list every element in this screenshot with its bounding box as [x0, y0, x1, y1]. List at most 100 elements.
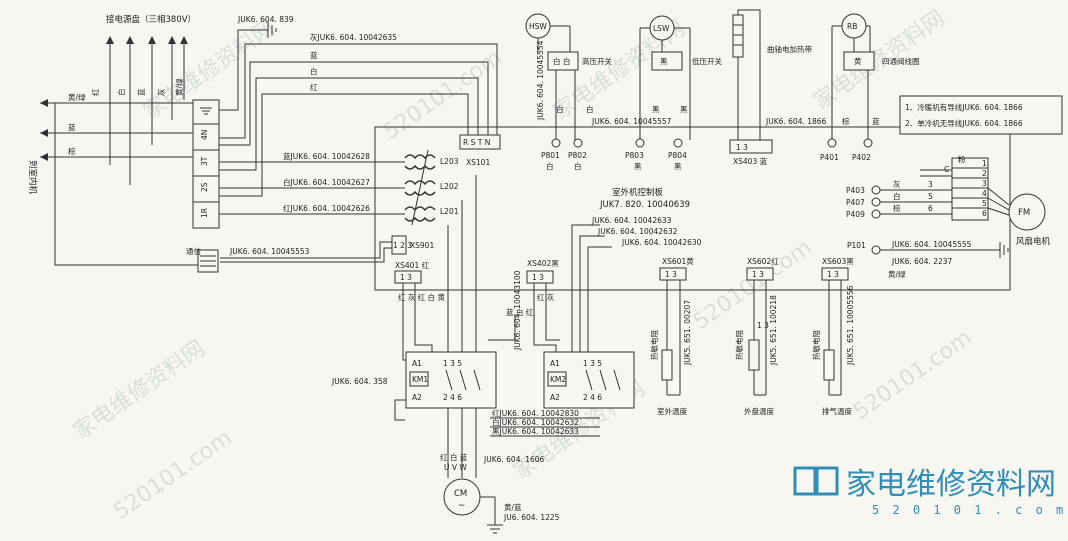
fan-num-4: 4 [982, 189, 987, 198]
km1-colors: 红 灰 红 白 黄 [398, 292, 446, 302]
relay-wire-1: JUK6. 604. 10042633 [591, 216, 672, 225]
p409-pin [871, 209, 881, 219]
km1-a2: A2 [412, 393, 422, 402]
board-title: 室外机控制板 [612, 187, 664, 198]
coil-sensor-pins: 1 3 [757, 321, 769, 330]
fan-mid-3: 3 [928, 180, 933, 189]
fan-wire-pink: 粉 [958, 154, 966, 164]
xs402-pins: 1 3 [532, 273, 544, 282]
rb-name: RB [847, 22, 857, 31]
terminal-4n: 4N [200, 130, 209, 140]
left-label-yellow-green: 黄/绿 [68, 92, 86, 102]
fan-wire-brown: 棕 [893, 203, 901, 213]
p802-label: P802 [568, 151, 587, 160]
hsw-label: 高压开关 [582, 56, 612, 66]
km1-coil [409, 371, 429, 387]
note-line-2: 2、单冷机无导线JUK6. 604. 1866 [905, 118, 1023, 128]
km2-bottom-pins: 2 4 6 [583, 393, 602, 402]
to-indoor-label: 到室内机 [27, 160, 38, 195]
km1-top-pins: 1 3 5 [443, 359, 462, 368]
ground-symbol-top [267, 22, 277, 38]
p409-label: P409 [846, 210, 865, 219]
exhaust-sensor-part: JUK5. 651. 10005556 [846, 285, 855, 366]
l202-label: L202 [440, 182, 459, 191]
outdoor-sensor-name: 室外温度 [657, 406, 687, 416]
lsw-switch [651, 51, 683, 71]
km2-vertical-colors: 蓝 白 红 [506, 307, 534, 317]
l201-label: L201 [440, 207, 459, 216]
xs602-pins: 1 3 [752, 270, 764, 279]
top-wire-white: 白 [310, 66, 318, 76]
xs603-label: XS603黑 [822, 257, 854, 266]
fan-ground-symbol [999, 242, 1009, 258]
p802-pin [573, 138, 583, 148]
top-wire-gray: 灰JUK6. 604. 10042635 [310, 32, 397, 42]
km1-bottom-pins: 2 4 6 [443, 393, 462, 402]
hsw-name: HSW [529, 22, 547, 31]
fan-num-1: 1 [982, 159, 987, 168]
coil-thermistor [748, 339, 760, 371]
xs402-label: XS402黑 [527, 259, 559, 268]
km2-vertical-part: JUK6. 604. 10043100 [513, 270, 522, 351]
terminal-wire-blue: 蓝JUK6. 604. 10042628 [283, 151, 370, 161]
xs402-connector [526, 270, 554, 284]
top-wire-red: 红 [310, 82, 318, 92]
lsw-lead-1: 黑 [652, 105, 660, 114]
compressor-name: CM [454, 489, 467, 499]
relay-wire-2: JUK6. 604. 10042632 [597, 227, 678, 236]
fan-wire-white: 白 [893, 191, 901, 201]
wire-color-white: 白 [116, 89, 126, 97]
left-label-brown: 棕 [68, 146, 76, 156]
rstn-connector [459, 134, 501, 150]
logo-text: 家电维修资料网 [846, 467, 1056, 502]
km2-top-pins: 1 3 5 [583, 359, 602, 368]
p403-label: P403 [846, 186, 865, 195]
wire-color-ground: 黄/绿 [174, 78, 184, 96]
l203-label: L203 [440, 157, 459, 166]
p402-label: P402 [852, 153, 871, 162]
km2-coil [547, 371, 567, 387]
hsw-part: JUK6. 604. 10045554 [536, 40, 545, 121]
xs403-pins: 1 3 [736, 143, 748, 152]
xs403-label: XS403 蓝 [733, 156, 768, 166]
p801-pin [551, 138, 561, 148]
km2-a2: A2 [550, 393, 560, 402]
lsw-label: 低压开关 [692, 56, 722, 66]
inductor-coils [404, 149, 436, 226]
compressor-uvw-colors: 红 白 蓝 [440, 452, 468, 462]
watermark-url: 520101.com [379, 45, 506, 145]
fan-mid-6: 6 [928, 204, 933, 213]
exhaust-thermistor [823, 349, 835, 381]
relay-wire-3: JUK6. 604. 10042630 [621, 238, 702, 247]
xs601-connector [659, 267, 687, 281]
coil-sensor-name: 外盘温度 [744, 406, 774, 416]
xs901-connector [391, 235, 407, 255]
rb-lead-1: 棕 [842, 116, 850, 126]
xs901-label: XS901 [410, 241, 434, 250]
lsw-colors: 黑 [660, 57, 668, 66]
p803-label: P803 [625, 151, 644, 160]
km1-a1: A1 [412, 359, 422, 368]
fan-motor-symbol [1008, 193, 1046, 231]
site-logo: 家电维修资料网 5 2 0 1 0 1 . c o m [793, 466, 1063, 517]
p401-label: P401 [820, 153, 839, 162]
fan-mid-5: 5 [928, 192, 933, 201]
compressor-ground-symbol [487, 524, 503, 534]
fan-num-3: 3 [982, 179, 987, 188]
terminal-wire-red: 红JUK6. 604. 10042626 [283, 203, 370, 213]
p101-pin [871, 245, 881, 255]
rb-label: 四通阀线圈 [882, 56, 920, 66]
hsw-lead-2: 白 [586, 104, 594, 114]
km1-label: KM1 [412, 375, 428, 384]
p407-label: P407 [846, 198, 865, 207]
watermark-url: 520101.com [689, 235, 816, 335]
xs403-connector [729, 139, 773, 154]
terminal-wire-white: 白JUK6. 604. 10042627 [283, 177, 370, 187]
xs603-connector [821, 267, 849, 281]
note-box [899, 95, 1063, 135]
rb-lead-2: 蓝 [872, 116, 880, 126]
note-line-1: 1、冷暖机有导线JUK6. 604. 1866 [905, 102, 1023, 112]
exhaust-sensor-type: 热敏电阻 [811, 330, 821, 360]
